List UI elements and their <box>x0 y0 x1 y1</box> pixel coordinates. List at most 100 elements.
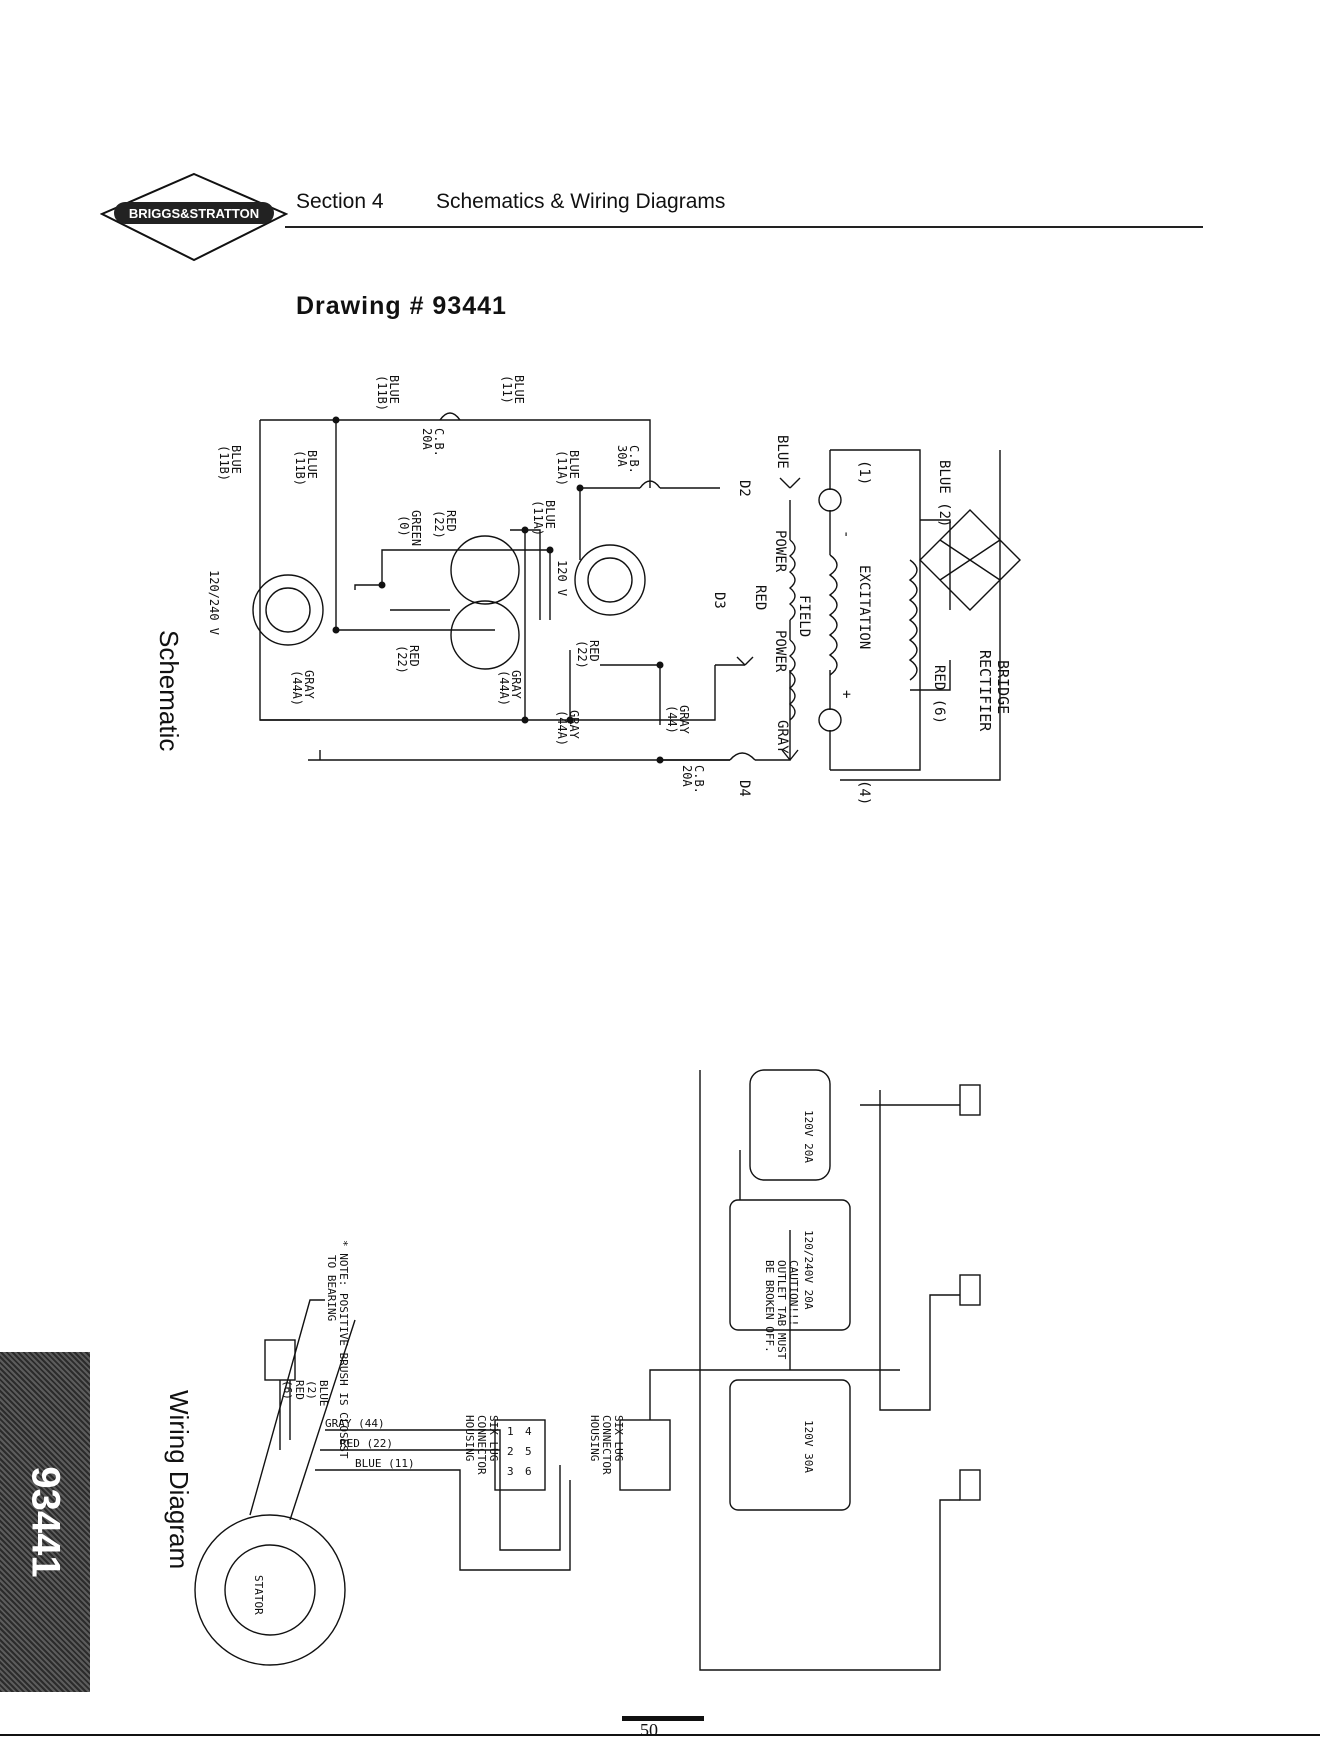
power-coil-bottom <box>788 639 796 721</box>
receptacle-120-240v <box>252 574 324 646</box>
stator-label: STATOR <box>252 1575 265 1615</box>
label-wire-1: (1) <box>856 460 872 485</box>
brush-red: RED <box>293 1380 306 1400</box>
schematic-wires <box>259 419 1001 781</box>
six-lug-2-line-2: CONNECTOR <box>600 1415 613 1475</box>
label-d3: D3 <box>711 592 727 609</box>
schematic-labels: Schematic 120/240 V BLUE (11B) BLUE (11B… <box>154 375 1012 805</box>
lug-1: 1 <box>507 1425 514 1438</box>
wiring-diagram-lines <box>194 1069 981 1671</box>
wiring-title: Wiring Diagram <box>164 1390 194 1569</box>
label-power-top: POWER <box>772 530 788 573</box>
label-120v: 120 V <box>555 560 569 596</box>
brush-positive <box>818 708 842 732</box>
six-lug-2-line-3: HOUSING <box>588 1415 601 1461</box>
label-blue-2: BLUE (2) <box>936 460 952 527</box>
page-number: 50 <box>640 1720 658 1740</box>
rating-120-240v-20a: 120/240V 20A <box>802 1230 815 1310</box>
label-excitation: EXCITATION <box>856 565 872 649</box>
label-blue-11a-b: BLUE <box>543 500 557 529</box>
outlet-120v-30a <box>729 1379 851 1511</box>
label-11b-left: (11B) <box>217 445 231 481</box>
label-30a: 30A <box>615 445 629 467</box>
brush-negative <box>818 488 842 512</box>
six-lug-2-line-1: SIX LUG <box>612 1415 625 1461</box>
label-red-top: RED <box>444 510 458 532</box>
page-number-bar <box>622 1716 704 1721</box>
caution-line-1: CAUTION!!! <box>787 1260 800 1326</box>
lug-2: 2 <box>507 1445 514 1458</box>
wire-blue-11: BLUE (11) <box>355 1457 415 1470</box>
label-plus: + <box>838 690 854 698</box>
six-lug-housing-1 <box>494 1419 546 1491</box>
bottom-rule <box>0 1734 1320 1736</box>
power-coil-top <box>788 539 796 621</box>
note-line-1: * NOTE: POSITIVE BRUSH IS CLOSEST <box>337 1240 350 1459</box>
field-coil <box>828 554 838 676</box>
label-gray-mid: GRAY <box>509 670 523 700</box>
label-blue-left: BLUE <box>229 445 243 474</box>
briggs-stratton-logo: BRIGGS&STRATTON <box>100 172 288 262</box>
breaker-20a-bottom <box>729 752 756 761</box>
wiring-labels: Wiring Diagram * NOTE: POSITIVE BRUSH IS… <box>164 1110 815 1615</box>
label-wire-4: (4) <box>856 780 872 805</box>
stator <box>194 1514 346 1666</box>
label-d2: D2 <box>736 480 752 497</box>
section-label: Section 4 <box>296 190 384 213</box>
cb-20a-1 <box>959 1084 981 1116</box>
label-44a-bottom: (44A) <box>555 710 569 746</box>
cb-30a <box>959 1469 981 1501</box>
schematic-title: Schematic <box>154 630 184 751</box>
label-blue-11: BLUE <box>512 375 526 404</box>
label-11b-top: (11B) <box>375 375 389 411</box>
wire-gray-44: GRAY (44) <box>325 1417 385 1430</box>
label-cb-bottom: C.B. <box>692 765 706 794</box>
label-gray-power: GRAY <box>774 720 790 754</box>
excitation-coil <box>908 559 918 681</box>
terminal-d2 <box>779 477 801 489</box>
label-cb-top: C.B. <box>432 428 446 457</box>
brush-blue: BLUE <box>317 1380 330 1407</box>
label-22-mid: (22) <box>395 645 409 674</box>
label-bridge: BRIDGE <box>994 660 1012 714</box>
section-title: Schematics & Wiring Diagrams <box>436 190 726 213</box>
rating-120v-20a: 120V 20A <box>802 1110 815 1163</box>
label-gray-left: GRAY <box>302 670 316 700</box>
label-red-mid: RED <box>407 645 421 667</box>
label-rectifier: RECTIFIER <box>976 650 994 732</box>
brush-holder <box>264 1339 296 1381</box>
label-blue-inner: BLUE <box>305 450 319 479</box>
six-lug-1-line-1: SIX LUG <box>487 1415 500 1461</box>
breaker-30a <box>639 480 661 489</box>
duplex-outlet-lower <box>450 600 520 670</box>
brush-2: (2) <box>305 1380 318 1400</box>
sidebar-drawing-code: 93441 <box>0 1352 90 1692</box>
header-rule <box>285 226 1203 228</box>
lug-5: 5 <box>525 1445 532 1458</box>
lug-4: 4 <box>525 1425 532 1438</box>
label-11: (11) <box>500 375 514 404</box>
label-blue-top: BLUE <box>387 375 401 404</box>
label-20a-bottom: 20A <box>680 765 694 787</box>
label-11a: (11A) <box>555 450 569 486</box>
schematic-and-wiring-diagram: Schematic 120/240 V BLUE (11B) BLUE (11B… <box>154 375 1021 1671</box>
page-header: BRIGGS&STRATTON Section 4 Schematics & W… <box>0 0 1320 320</box>
label-gray-44: GRAY <box>677 705 691 735</box>
label-minus: - <box>838 530 854 538</box>
label-22-top: (22) <box>432 510 446 539</box>
brand-text: BRIGGS&STRATTON <box>129 206 259 221</box>
six-lug-1-line-2: CONNECTOR <box>475 1415 488 1475</box>
label-cb-30: C.B. <box>627 445 641 474</box>
label-0-120v: (0) <box>397 515 411 537</box>
lug-3: 3 <box>507 1465 514 1478</box>
label-green: GREEN <box>409 510 423 546</box>
receptacle-120v <box>574 544 646 616</box>
note-line-2: TO BEARING <box>325 1255 338 1321</box>
caution-line-2: OUTLET TAB MUST <box>775 1260 788 1360</box>
outlet-120v-20a <box>749 1069 831 1181</box>
label-red-right: RED <box>587 640 601 662</box>
six-lug-1-line-3: HOUSING <box>463 1415 476 1461</box>
label-44a-mid: (44A) <box>497 670 511 706</box>
label-11a-b: (11A) <box>531 500 545 536</box>
label-44a-left: (44A) <box>290 670 304 706</box>
